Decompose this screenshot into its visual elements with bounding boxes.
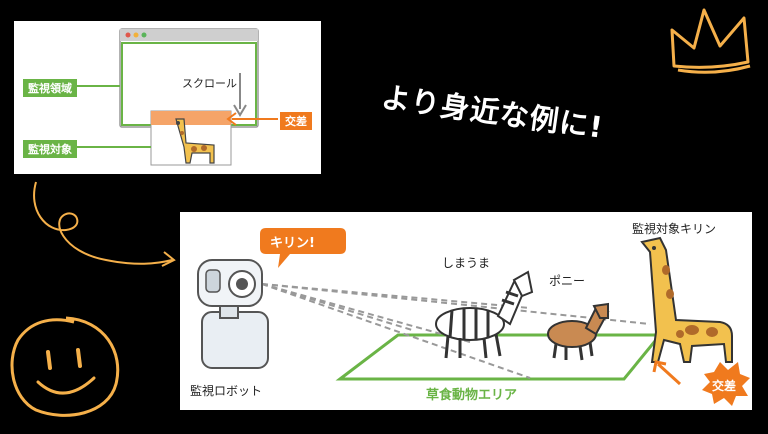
herbivore-area-label: 草食動物エリア [426,388,518,403]
giraffe-label: 監視対象キリン [632,222,717,236]
speech-bubble-text: キリン! [270,236,315,251]
pony-icon [547,302,610,361]
pony-label: ポニー [549,274,586,288]
zebra-label: しまうま [442,256,491,270]
robot-icon [197,259,269,369]
curly-arrow-doodle [33,181,176,267]
intersect-label-top: 交差 [280,112,312,130]
scroll-diagram-panel: 監視領域 監視対象 スクロール 交差 [14,21,321,174]
smiley-doodle-icon [10,316,120,417]
watch-area-label: 監視領域 [23,79,77,97]
intersect-label-bottom: 交差 [712,379,737,393]
zoo-diagram-panel: キリン! しまうま ポニー 監視対象キリン 監視ロボット 草食動物エリア 交差 [180,212,752,410]
watch-target-label: 監視対象 [23,140,77,158]
crown-doodle-icon [670,8,751,74]
zoo-scene-graphic [197,228,750,406]
giraffe-icon [640,236,733,363]
robot-label: 監視ロボット [190,384,263,398]
small-giraffe-icon [175,118,215,164]
zebra-icon [435,270,534,359]
browser-window-graphic [76,28,278,166]
headline: より身近な例に! [379,79,606,145]
scroll-label: スクロール [182,77,237,90]
